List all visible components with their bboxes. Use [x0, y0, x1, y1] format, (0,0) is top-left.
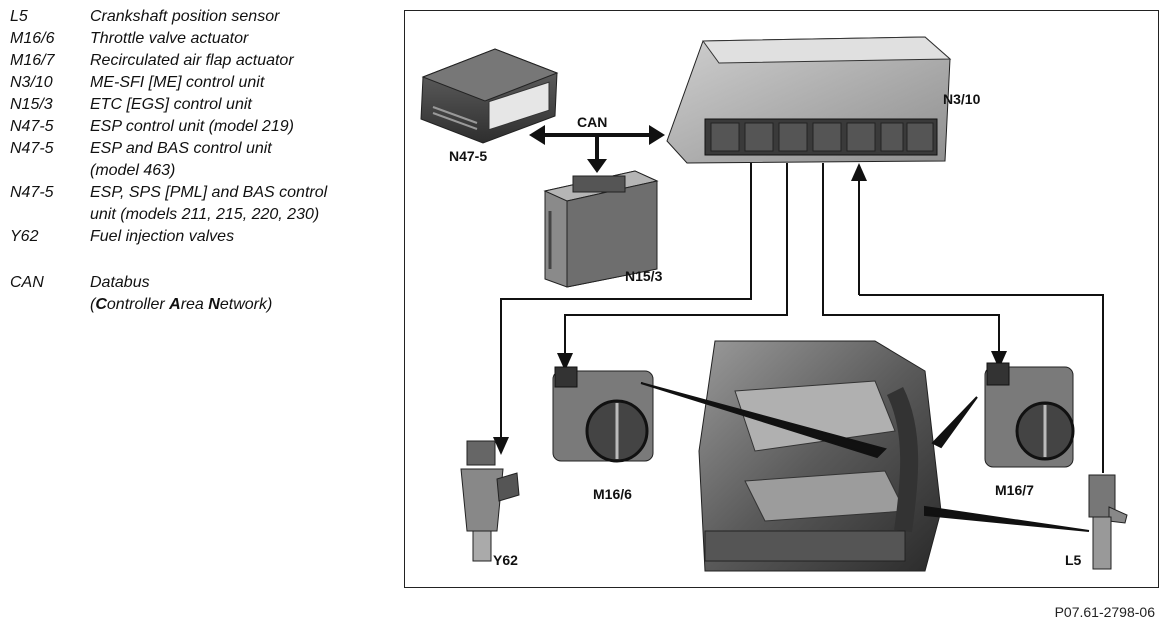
- legend-code: M16/7: [10, 52, 55, 69]
- legend-code: N47-5: [10, 184, 54, 201]
- legend-desc: ETC [EGS] control unit: [90, 96, 252, 113]
- text-part: rea: [180, 296, 209, 313]
- legend-spacer: [10, 248, 390, 272]
- legend-desc-line2: unit (models 211, 215, 220, 230): [90, 206, 320, 223]
- legend-code: M16/6: [10, 30, 55, 47]
- bold-letter: N: [208, 296, 220, 313]
- legend-desc: ME-SFI [ME] control unit: [90, 74, 265, 91]
- legend-row-m16-6: M16/6 Throttle valve actuator: [10, 28, 390, 50]
- text-part: etwork): [219, 296, 273, 313]
- legend-row-n47-5-c: N47-5 ESP, SPS [PML] and BAS control uni…: [10, 182, 390, 226]
- n47-5-unit: [420, 48, 559, 144]
- label-can: CAN: [577, 114, 607, 130]
- label-m16-6: M16/6: [593, 486, 632, 502]
- bold-letter: C: [95, 296, 107, 313]
- legend-desc: Databus: [90, 274, 150, 291]
- figure-id: P07.61-2798-06: [1054, 604, 1155, 620]
- l5-sensor: [1088, 474, 1128, 570]
- can-bus-arrow: [529, 125, 665, 173]
- legend-code: L5: [10, 8, 28, 25]
- legend-desc: Recirculated air flap actuator: [90, 52, 294, 69]
- legend-row-n47-5-a: N47-5 ESP control unit (model 219): [10, 116, 390, 138]
- legend-code: Y62: [10, 228, 39, 245]
- legend-desc: Fuel injection valves: [90, 228, 235, 245]
- legend-desc: ESP and BAS control unit: [90, 140, 272, 157]
- legend: L5 Crankshaft position sensor M16/6 Thro…: [10, 6, 390, 316]
- label-n15-3: N15/3: [625, 268, 663, 284]
- legend-desc: Crankshaft position sensor: [90, 8, 280, 25]
- legend-code: N47-5: [10, 118, 54, 135]
- legend-code: N15/3: [10, 96, 53, 113]
- legend-desc: ESP, SPS [PML] and BAS control: [90, 184, 328, 201]
- label-n47-5: N47-5: [449, 148, 487, 164]
- diagram-frame: N47-5 CAN N3/10 N15/3 M16/6 M16/7 Y62 L5: [404, 10, 1159, 588]
- legend-row-n47-5-b: N47-5 ESP and BAS control unit (model 46…: [10, 138, 390, 182]
- text-part: ontroller: [106, 296, 170, 313]
- legend-desc: ESP control unit (model 219): [90, 118, 294, 135]
- legend-row-y62: Y62 Fuel injection valves: [10, 226, 390, 248]
- label-l5: L5: [1065, 552, 1082, 568]
- leader-lines: [640, 382, 1090, 532]
- n15-3-unit: [543, 170, 659, 288]
- signal-lines: [493, 163, 1104, 473]
- legend-row-can: CAN Databus (Controller Area Network): [10, 272, 390, 316]
- diagram-svg: N47-5 CAN N3/10 N15/3 M16/6 M16/7 Y62 L5: [420, 36, 1128, 572]
- legend-row-m16-7: M16/7 Recirculated air flap actuator: [10, 50, 390, 72]
- label-n3-10: N3/10: [943, 91, 981, 107]
- legend-row-n15-3: N15/3 ETC [EGS] control unit: [10, 94, 390, 116]
- bold-letter: A: [169, 296, 181, 313]
- legend-code: N47-5: [10, 140, 54, 157]
- legend-row-l5: L5 Crankshaft position sensor: [10, 6, 390, 28]
- label-m16-7: M16/7: [995, 482, 1034, 498]
- label-y62: Y62: [493, 552, 518, 568]
- legend-code: CAN: [10, 274, 44, 291]
- legend-desc-line2: (model 463): [90, 162, 176, 179]
- engine: [698, 340, 942, 572]
- m16-7-actuator: [984, 362, 1075, 468]
- n3-10-unit: [666, 36, 952, 164]
- legend-desc: Throttle valve actuator: [90, 30, 249, 47]
- m16-6-actuator: [552, 366, 654, 463]
- y62-injector: [460, 440, 520, 562]
- legend-can-expansion: (Controller Area Network): [90, 296, 273, 313]
- legend-code: N3/10: [10, 74, 53, 91]
- legend-row-n3-10: N3/10 ME-SFI [ME] control unit: [10, 72, 390, 94]
